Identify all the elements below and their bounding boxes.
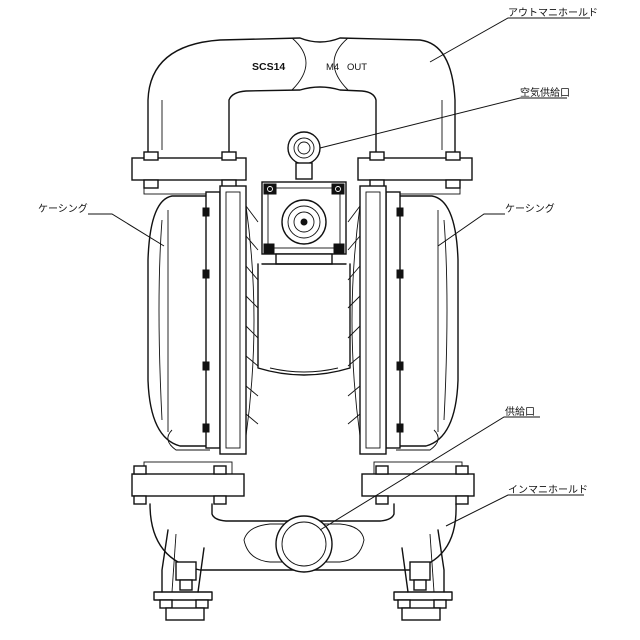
label-casing-right: ケーシング: [505, 202, 555, 215]
label-supply-port: 供給口: [505, 405, 535, 418]
casing-left: [148, 186, 258, 454]
foot-right: [394, 530, 452, 620]
lower-flange-left: [132, 462, 244, 504]
casting-mark-model: SCS14: [252, 61, 285, 73]
supply-port: [276, 516, 332, 572]
air-supply-port: [288, 132, 320, 179]
center-block: [258, 182, 350, 375]
casting-mark-direction: OUT: [347, 62, 367, 73]
foot-left: [154, 530, 212, 620]
leader-lines: [88, 18, 590, 530]
label-air-supply-port: 空気供給口: [520, 86, 570, 99]
label-outlet-manifold: アウトマニホールド: [508, 7, 598, 19]
lower-flange-right: [362, 462, 474, 504]
casting-mark-size: M4: [326, 62, 339, 73]
label-casing-left: ケーシング: [38, 202, 88, 215]
label-inlet-manifold: インマニホールド: [508, 484, 588, 496]
casing-right: [348, 186, 458, 454]
